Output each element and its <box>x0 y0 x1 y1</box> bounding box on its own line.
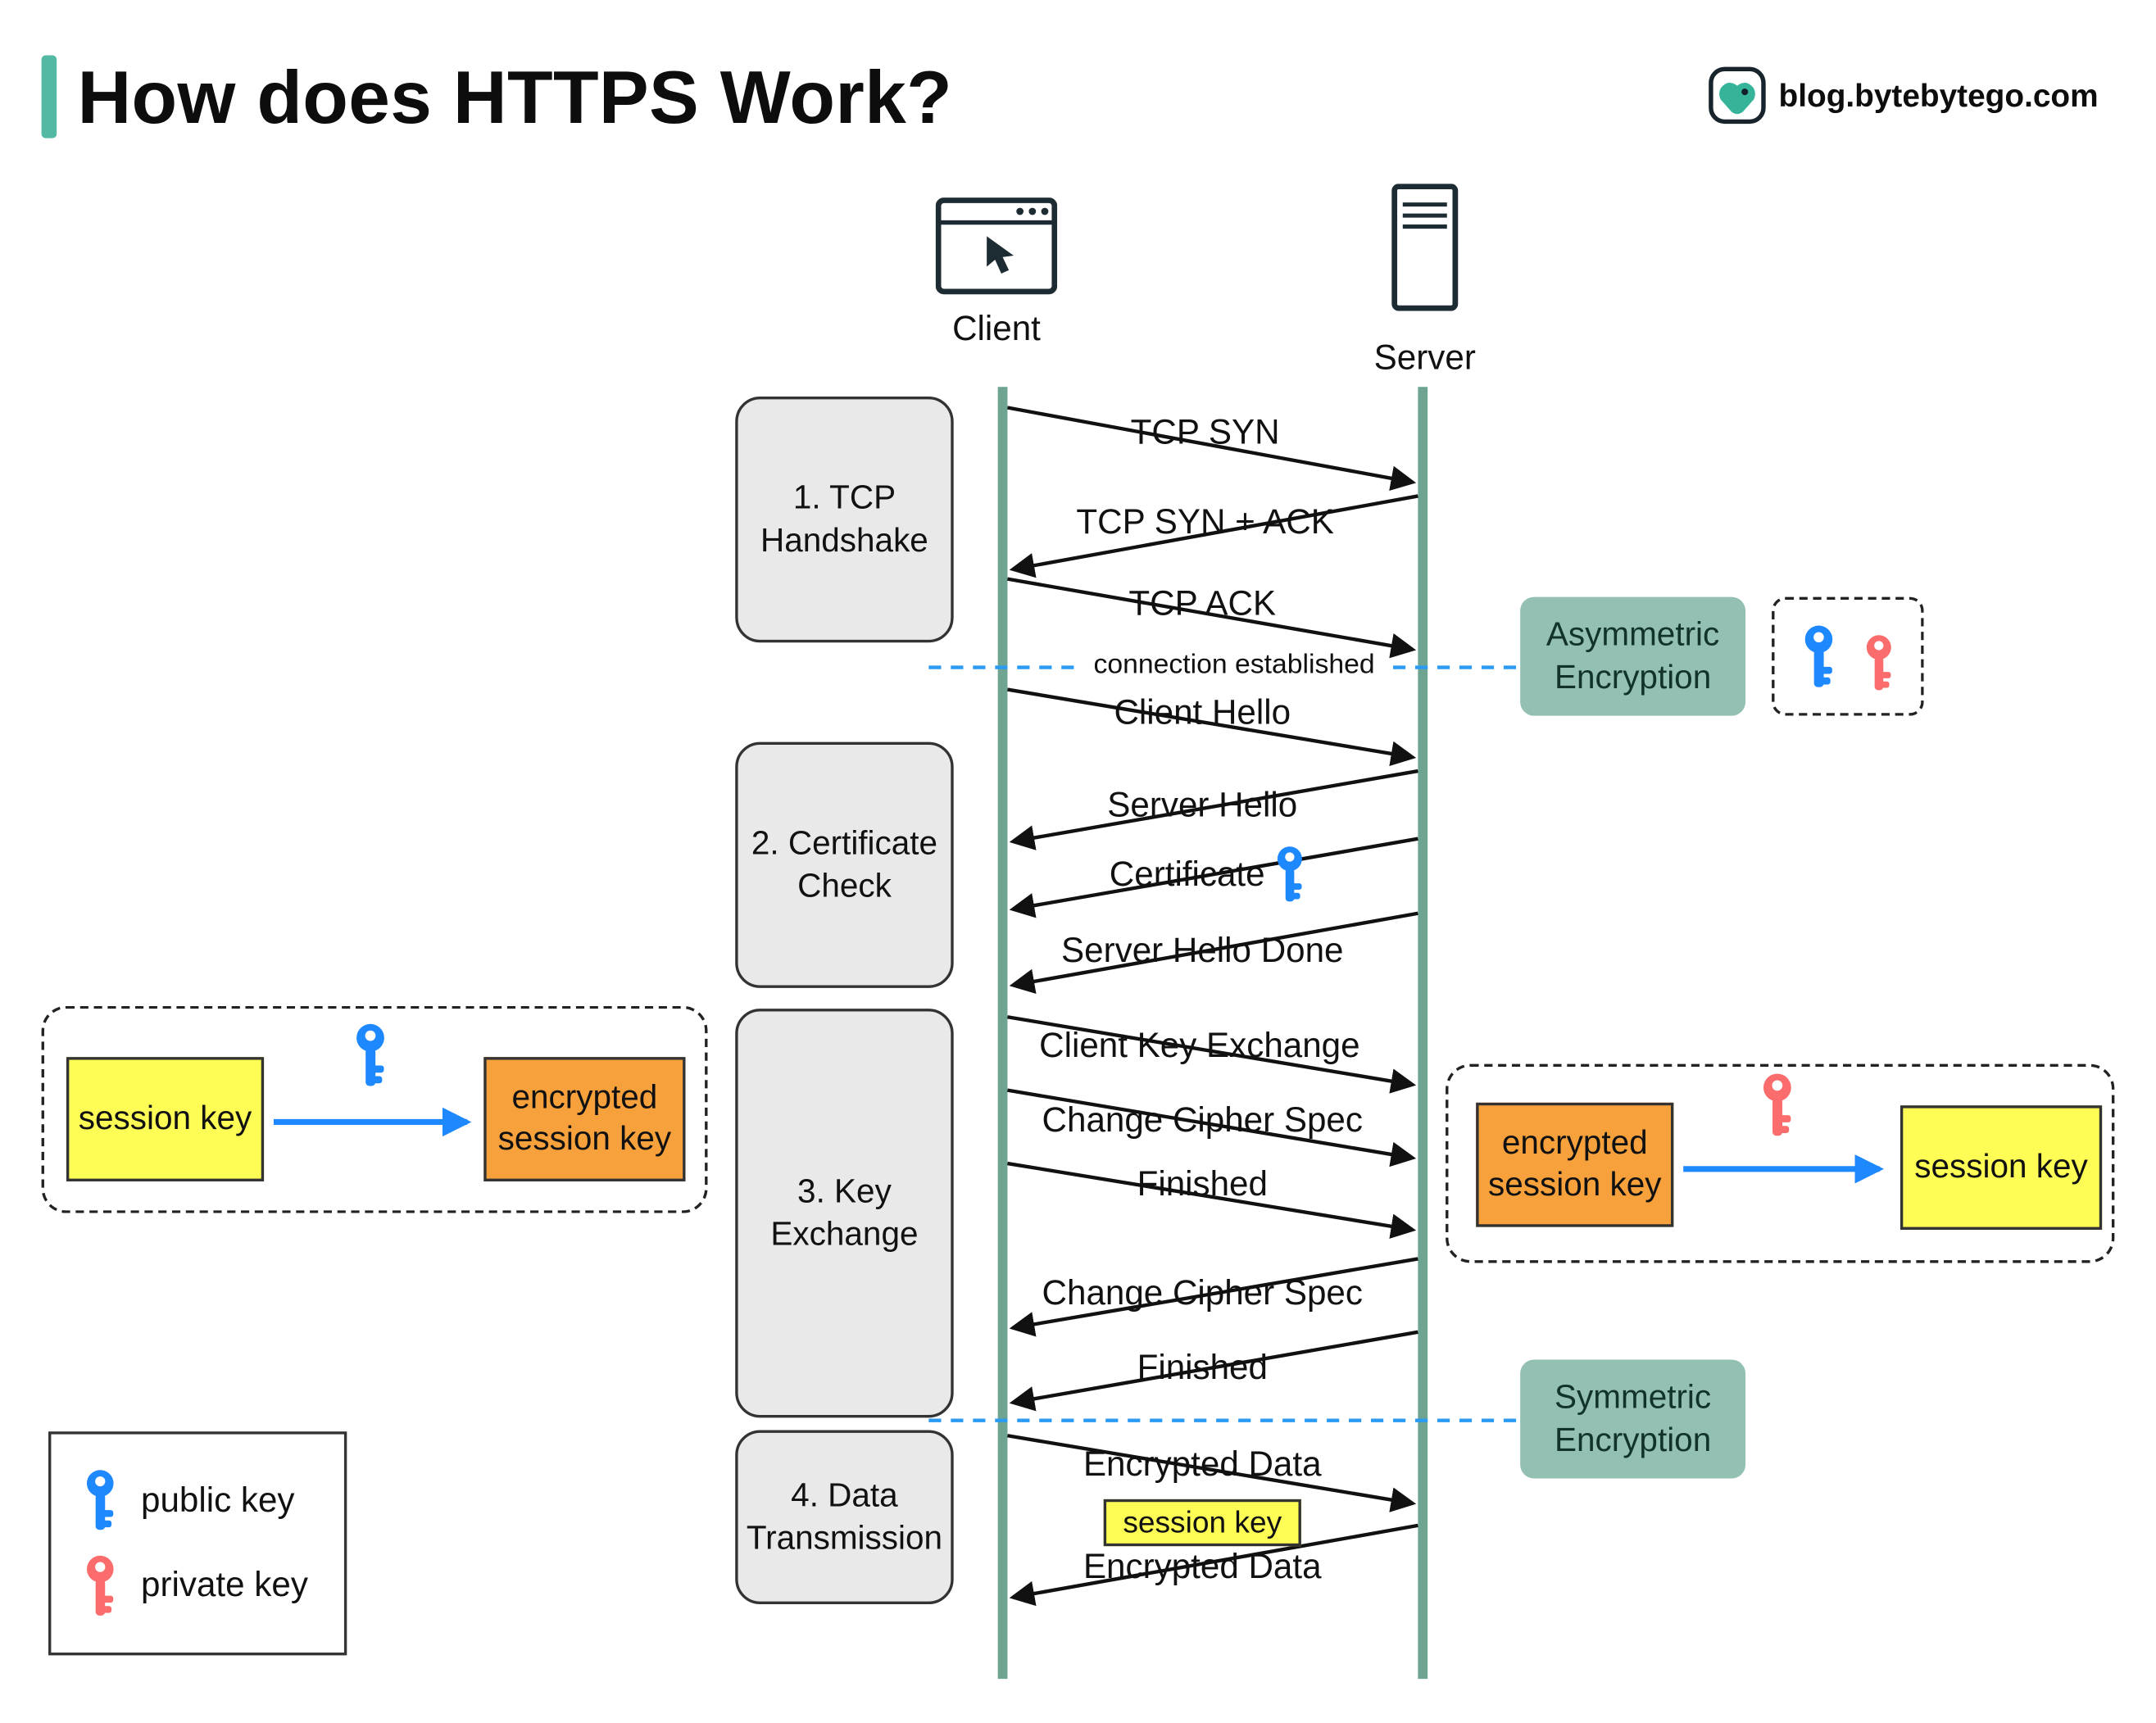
public-key-icon <box>82 1469 120 1533</box>
msg-tcp-syn: TCP SYN <box>1130 413 1280 452</box>
public-key-icon <box>1799 623 1837 688</box>
phase-key-exchange: 3. Key Exchange <box>735 1009 954 1418</box>
encrypted-session-key-box: encrypted session key <box>1476 1102 1674 1227</box>
key-pair-box <box>1772 596 1924 716</box>
arrow-client-key-exchange <box>1007 1015 1417 1094</box>
msg-client-hello: Client Hello <box>1114 693 1291 732</box>
msg-finished-2: Finished <box>1137 1349 1268 1388</box>
arrow-change-cipher-spec-1 <box>1007 1088 1417 1168</box>
brand-url: blog.bytebytego.com <box>1778 76 2099 113</box>
arrow-change-cipher-spec-2 <box>1009 1257 1418 1337</box>
arrow-encrypted-data-2 <box>1009 1523 1418 1607</box>
client-encryption-flow-box <box>41 1005 708 1213</box>
arrow-client-hello <box>1007 687 1417 767</box>
arrow-server-hello-done <box>1009 911 1418 995</box>
msg-change-cipher-spec-2: Change Cipher Spec <box>1042 1273 1363 1313</box>
msg-connection-established: connection established <box>1082 649 1387 682</box>
server-icon <box>1391 184 1459 311</box>
session-key-tag: session key <box>1103 1499 1301 1547</box>
server-lifeline <box>1418 387 1428 1680</box>
msg-finished-1: Finished <box>1137 1164 1268 1204</box>
server-decryption-flow-box <box>1446 1063 2115 1263</box>
msg-server-hello: Server Hello <box>1107 786 1298 825</box>
certificate-text: Certificate <box>1109 855 1265 894</box>
legend-public-key-label: public key <box>141 1480 295 1520</box>
page-title: How does HTTPS Work? <box>77 57 953 140</box>
arrow-tcp-syn-ack <box>1009 494 1418 578</box>
client-label: Client <box>952 309 1041 348</box>
msg-server-hello-done: Server Hello Done <box>1061 931 1344 970</box>
arrow-finished-2 <box>1009 1330 1418 1412</box>
session-key-box: session key <box>1900 1105 2103 1230</box>
cursor-arrow-icon <box>987 236 1014 274</box>
public-key-icon <box>351 1022 389 1089</box>
private-key-icon <box>82 1554 120 1618</box>
public-key-icon <box>1272 846 1306 904</box>
encrypted-session-key-box: encrypted session key <box>483 1057 686 1181</box>
msg-tcp-ack: TCP ACK <box>1128 584 1277 623</box>
msg-change-cipher-spec-1: Change Cipher Spec <box>1042 1101 1363 1140</box>
msg-encrypted-data-1: Encrypted Data <box>1083 1445 1322 1485</box>
browser-icon <box>935 197 1058 295</box>
bytebytego-logo-icon <box>1709 66 1766 125</box>
msg-encrypted-data-2: Encrypted Data <box>1083 1547 1322 1587</box>
private-key-icon <box>1758 1072 1796 1139</box>
legend-private-key-label: private key <box>141 1566 308 1605</box>
client-lifeline <box>997 387 1008 1680</box>
legend: public key private key <box>48 1431 347 1656</box>
msg-client-key-exchange: Client Key Exchange <box>1039 1027 1360 1066</box>
legend-private-key: private key <box>82 1554 314 1618</box>
session-key-box: session key <box>66 1057 265 1181</box>
arrow-tcp-syn <box>1007 406 1417 491</box>
legend-public-key: public key <box>82 1469 314 1533</box>
msg-tcp-syn-ack: TCP SYN + ACK <box>1076 502 1334 542</box>
asymmetric-encryption-box: Asymmetric Encryption <box>1520 596 1746 716</box>
arrow-finished-1 <box>1007 1161 1417 1239</box>
symmetric-encryption-box: Symmetric Encryption <box>1520 1359 1746 1479</box>
brand: blog.bytebytego.com <box>1709 66 2099 125</box>
title-accent-bar <box>41 55 57 138</box>
server-label: Server <box>1373 338 1476 378</box>
arrow-tcp-ack <box>1007 577 1417 659</box>
arrow-server-hello <box>1009 769 1418 850</box>
arrow-encrypted-data-1 <box>1007 1434 1417 1512</box>
phase-data-transmission: 4. Data Transmission <box>735 1430 954 1605</box>
msg-certificate: Certificate <box>1110 846 1306 904</box>
arrow-certificate <box>1009 837 1418 918</box>
phase-tcp-handshake: 1. TCP Handshake <box>735 397 954 643</box>
private-key-icon <box>1862 634 1896 692</box>
phase-certificate-check: 2. Certificate Check <box>735 741 954 988</box>
